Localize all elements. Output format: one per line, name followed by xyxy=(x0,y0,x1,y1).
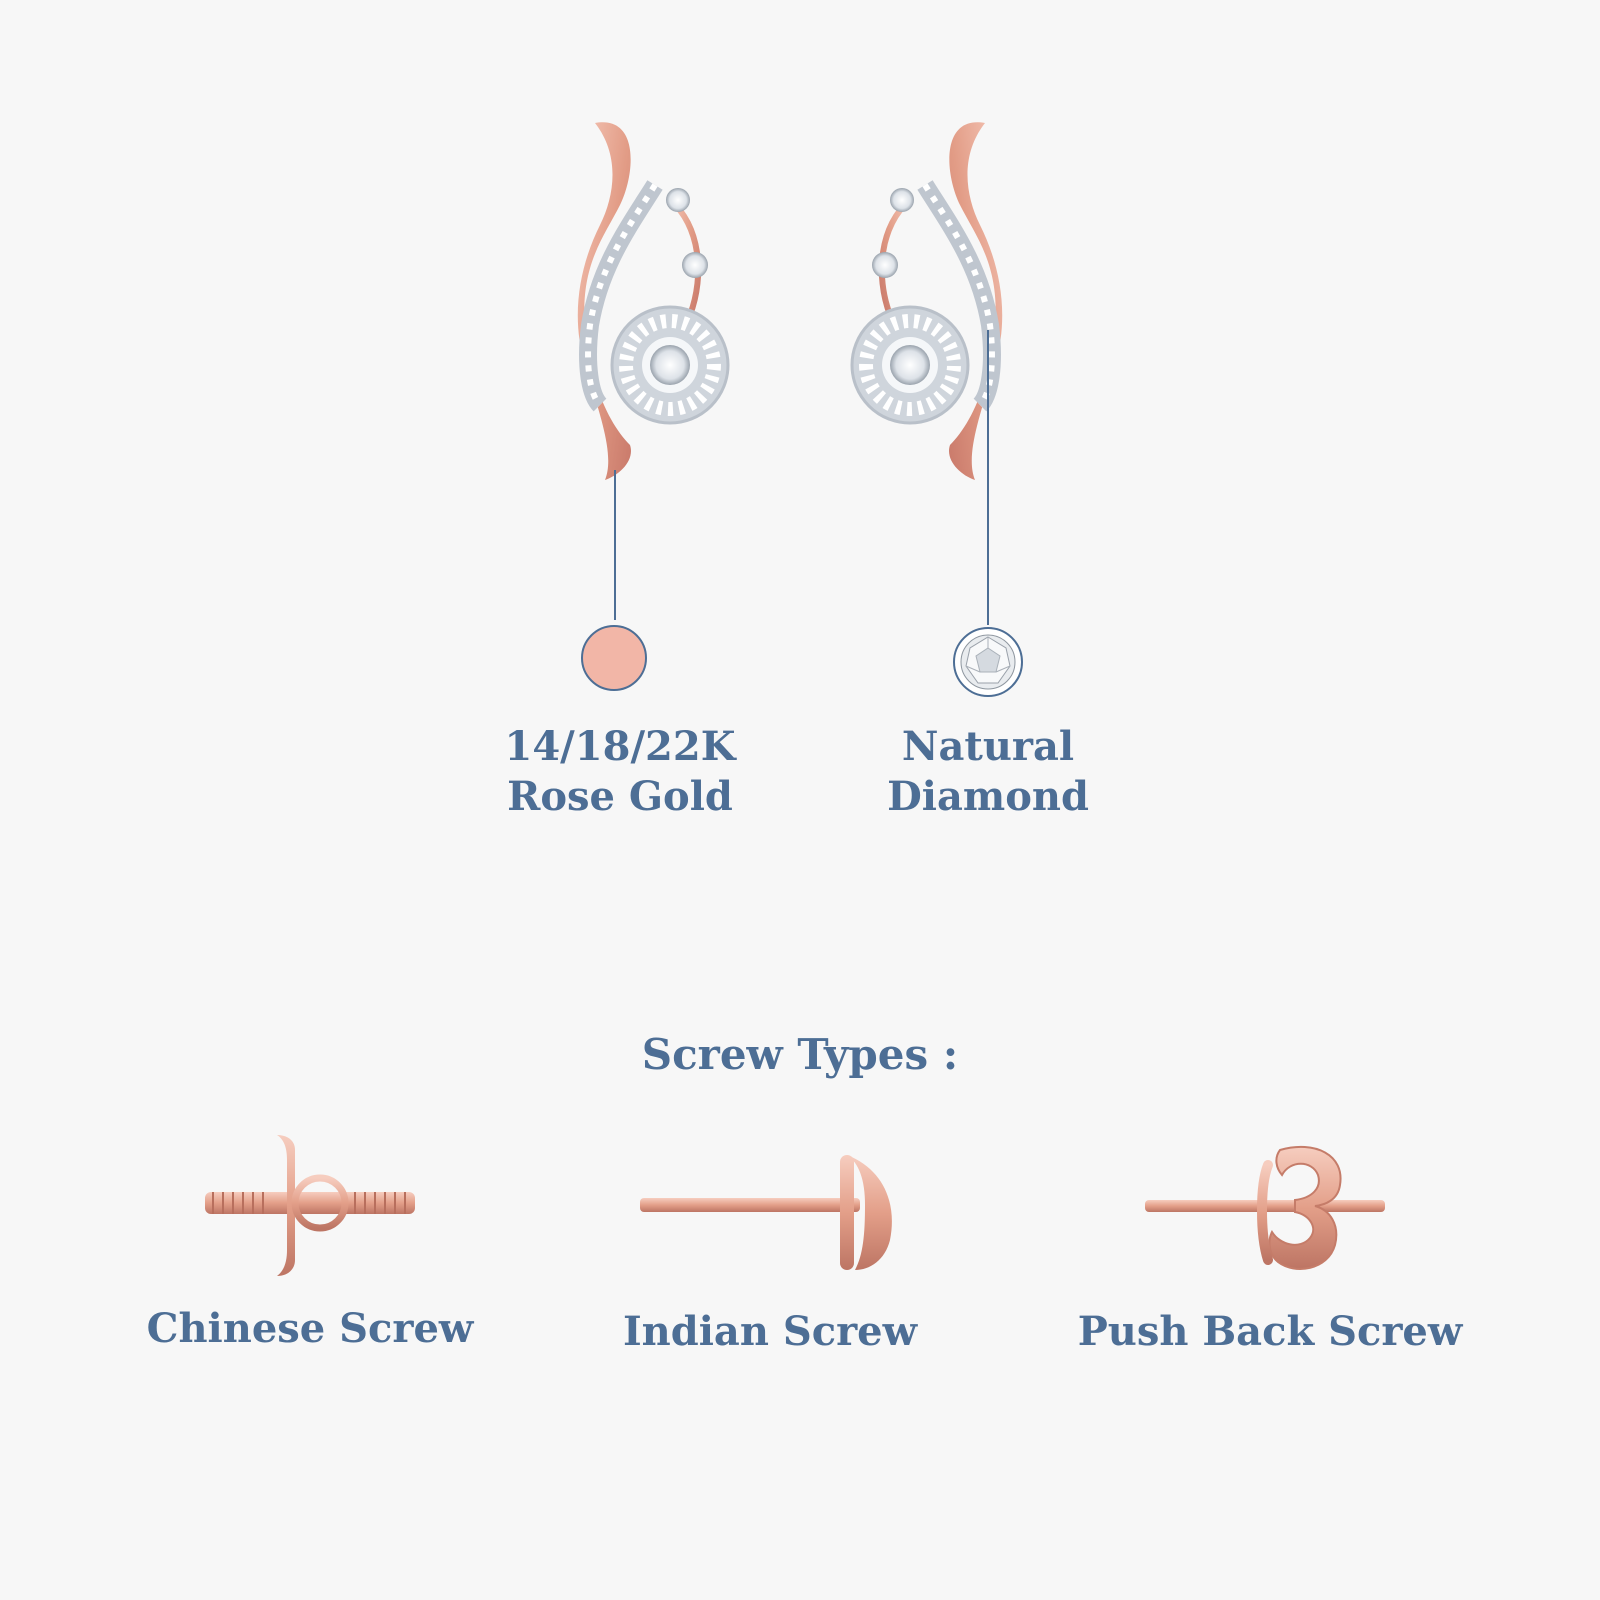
left-center-diamond xyxy=(650,345,690,385)
right-earring xyxy=(850,122,1003,481)
metal-label-line1: 14/18/22K xyxy=(504,723,736,770)
stone-label-line2: Diamond xyxy=(887,773,1089,820)
stone-label-line1: Natural xyxy=(901,723,1075,770)
metal-callout-line xyxy=(614,470,616,620)
push-back-screw-icon xyxy=(1145,1145,1385,1270)
chinese-screw-icon xyxy=(205,1135,415,1276)
metal-label-line2: Rose Gold xyxy=(507,773,733,820)
indian-screw-icon xyxy=(640,1155,892,1270)
rose-gold-swatch xyxy=(581,625,647,691)
left-earring xyxy=(577,122,730,481)
screw-label-indian: Indian Screw xyxy=(622,1308,918,1355)
diamond-swatch-icon xyxy=(953,627,1023,697)
left-diamond-pave xyxy=(579,180,663,412)
earrings-illustration xyxy=(577,122,1003,481)
left-accent-diamond-2 xyxy=(682,252,708,278)
stone-callout-line xyxy=(987,330,989,625)
screw-label-chinese: Chinese Screw xyxy=(146,1305,474,1352)
stone-label: Natural Diamond xyxy=(838,722,1138,822)
screw-label-push-back: Push Back Screw xyxy=(1077,1308,1463,1355)
metal-label: 14/18/22K Rose Gold xyxy=(470,722,770,822)
screw-types-heading: Screw Types : xyxy=(641,1030,959,1079)
left-rose-gold-band xyxy=(577,122,631,481)
left-accent-diamond-1 xyxy=(666,188,690,212)
